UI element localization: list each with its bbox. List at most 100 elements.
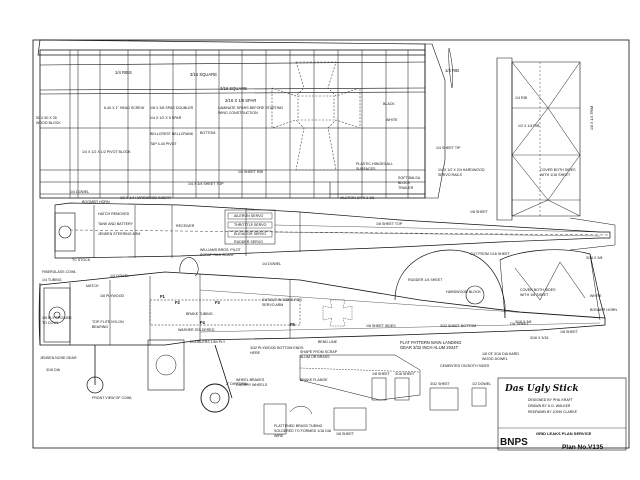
label-square-316: 3/16 SQUARE	[190, 72, 217, 77]
drawn-by: DRAWN BY D.G. WALKER	[528, 404, 571, 408]
landing-gear	[86, 339, 487, 435]
label-dowel: 1/4 DOWEL	[70, 190, 90, 194]
label-dowel-wire: 1/8 OF 3/16 DIA HARD WOOD DOWEL	[482, 352, 519, 361]
label-sheet-right: 1/8 SHEET	[470, 210, 488, 214]
label-bottom: BOTTOM	[200, 131, 216, 135]
label-bonner-horn: BONNER HORN	[590, 308, 617, 312]
label-aileron-servo: AILERON SERVO	[234, 214, 264, 218]
label-steering-arm: JENSEN STEERING ARM	[98, 232, 141, 236]
label-white-tail: WHITE	[590, 294, 602, 298]
label-pivot-block: 1/4 X 1/2 X 1/2 PIVOT BLOCK	[82, 150, 131, 154]
label-soft-balsa: SOFT BALSA BLOCK TRAILER	[398, 176, 420, 190]
plan-number: Plan No.V135	[562, 444, 604, 451]
label-rib-top: 1/4 RIBS	[115, 70, 132, 75]
label-cover-both-2: COVER BOTH SIDES WITH 1/8 SHEET	[520, 288, 556, 297]
label-sheet-tail: 1/8 SHEET	[560, 330, 578, 334]
label-front-view-cowl: FRONT VIEW OF COWL	[92, 396, 133, 400]
plan-border	[32, 39, 630, 449]
label-cutout: CUTOUT IN SIDES FOR SERVO ARM	[262, 298, 302, 307]
label-brake-tubing: BRAKE TUBING	[186, 312, 213, 316]
label-tip-rib: 1/4 RIB	[445, 68, 459, 73]
label-f3: F3	[215, 300, 220, 305]
label-rudder-servo: RUDDER SERVO	[234, 240, 263, 244]
label-sheet-316: 3/16 SHEET	[395, 372, 415, 376]
label-jensen-nose: JENSEN NOSE GEAR	[40, 356, 77, 360]
label-black: BLACK	[383, 102, 395, 106]
label-cut-from: CUT FROM 1/16 SHEET	[470, 252, 510, 256]
label-receiver: RECEIVER	[176, 224, 195, 228]
label-sheet-bottom-2: 1/8 SHEET	[336, 432, 354, 436]
label-rib-sheet: 1/4 SHEET RIB	[238, 170, 263, 174]
stab-plan	[496, 57, 581, 221]
label-half-dowel: 1/2 DOWEL	[472, 382, 492, 386]
label-throttle-servo: THROTTLE SERVO	[234, 223, 267, 227]
label-plywood: 1/8 PLYWOOD	[100, 294, 125, 298]
label-bend-line: BEND LINE	[318, 340, 337, 344]
label-fiberglass-cowl: FIBERGLASS COWL	[42, 270, 77, 274]
label-pilot: WILLIAMS BROS. PILOT SCRAP SILK SCARF	[200, 248, 241, 257]
label-ply-bottom: 3/32 PLYWOOD BOTTOM ENDS HERE	[250, 346, 304, 355]
label-dihedral: 2" DIHEDRAL	[226, 382, 249, 386]
label-sheet-sides: 1/8 SHEET SIDES	[366, 324, 396, 328]
label-spar-doubler: 1/8 X 3/8 SPAR DOUBLER	[150, 106, 194, 110]
label-rudder: RUDDER 1/4 SHEET	[408, 278, 443, 282]
label-tip-sheet: 1/4 SHEET TIP	[436, 146, 461, 150]
label-head-screw: 6-40 X 1" HEAD SCREW	[104, 106, 145, 110]
label-servo-rails: 1/4 X 1/2 X 2/4 HARDWOOD SERVO RAILS	[438, 168, 485, 177]
label-oil-sheet: OIL SHEET	[510, 322, 529, 326]
label-sheet-top: 1/4 X 3/4 SHEET TOP	[188, 182, 224, 186]
fuselage-side-view	[38, 257, 606, 346]
label-f2: F2	[175, 300, 180, 305]
label-three-16: 3/16 X 3/8	[515, 320, 532, 324]
label-boomer-horn: BOOMER HORN	[82, 200, 110, 204]
label-tank-battery: TANK AND BATTERY	[98, 222, 133, 226]
label-spar: 3/16 X 1/8 SPAR	[225, 98, 257, 103]
label-square-316b: 3/16 SQUARE	[220, 86, 247, 91]
label-half-spar: 1/4 X 1/2 X 5 SPAR	[150, 116, 182, 120]
label-tubing: 1/4 TUBING	[42, 278, 62, 282]
label-dia-wire: 3/16 DIA	[46, 368, 60, 372]
label-aileron: AILERON 3/4 X 1 1/8	[340, 196, 375, 200]
label-cemented: CEMENTED ON BOTH SIDES	[440, 364, 490, 368]
label-brake-flange: BRAKE FLANGE	[300, 378, 328, 382]
label-wheel-brakes: WHEEL BRAKES CHERRY WHEELS	[236, 378, 268, 387]
label-tap-pivot: TAP 4-40 PIVOT	[150, 142, 177, 146]
label-shape-from: SHAPE FROM SCRAP ALUM OR BRASS	[300, 350, 338, 359]
label-doublers: DOUBLERS 1/64 PLY	[190, 340, 226, 344]
label-three-16-b: 3/16 X 3/16	[530, 336, 549, 340]
fuselage-top-view	[54, 202, 616, 259]
label-plastic-hinges: PLASTIC HINGES ALL SURFACES	[356, 162, 393, 171]
label-dowel-small: 1/4 DOWEL	[110, 274, 130, 278]
label-stab-trim: 1/2 X 1/4 RIB	[518, 124, 540, 128]
label-cover-both: COVER BOTH SIDES WITH 1/16 SHEET	[540, 168, 576, 177]
label-tc-stock: TC STOCK	[72, 258, 91, 262]
label-f1: F1	[160, 294, 165, 299]
bnps-logo: BNPS	[500, 437, 528, 448]
label-white: WHITE	[386, 118, 398, 122]
plan-title: Das Ugly Stick	[505, 384, 579, 394]
wing-plan	[37, 39, 426, 199]
label-sheet-bottom: 3/32 SHEET BOTTOM	[440, 324, 477, 328]
label-hardwood-insert: 1/2 X 1/4 HARDWOOD INSERT	[120, 196, 172, 200]
label-sheet-18-bot: 1/8 SHEET	[372, 372, 390, 376]
label-sheet-top-fuse: 1/8 SHEET TOP	[376, 222, 403, 226]
fin-rudder	[394, 249, 606, 321]
plan-service: GRID LEAKS PLAN SERVICE	[536, 431, 592, 436]
label-wood-block: 50 X 50 X 35 WOOD BLOCK	[36, 116, 61, 125]
label-trim: 1/8 X 1/4 TRIM	[590, 105, 594, 130]
label-three-16-tail: 3/16 X 3/8	[586, 256, 603, 260]
redrawn-by: REDRAWN BY JOHN CLARKE	[528, 410, 578, 414]
label-washer: WASHER SOLDERED	[178, 328, 215, 332]
label-flattened: FLATTENED BRASS TUBING SOLDERED TO FORME…	[274, 424, 331, 438]
wing-tip-section	[424, 43, 454, 199]
label-hardwood-block: HARDWOOD BLOCK	[446, 290, 481, 294]
label-hatch: HATCH REMOVED	[98, 212, 130, 216]
label-f5: F5	[290, 322, 295, 327]
label-ply-epoxied: 1/8 PLY EPOXIED TO COWL	[42, 316, 72, 325]
label-sheet-332: 3/32 SHEET	[430, 382, 450, 386]
label-f4: F4	[200, 320, 205, 325]
designed-by: DESIGNED BY PHIL KRAFT	[528, 398, 573, 402]
label-laminate-note: LAMINATE SPARS BEFORE STARTING WING CONS…	[218, 106, 284, 115]
label-flat-pattern: FLAT PATTERN MAIN LANDING GEAR 3/32 INCH…	[400, 340, 462, 350]
